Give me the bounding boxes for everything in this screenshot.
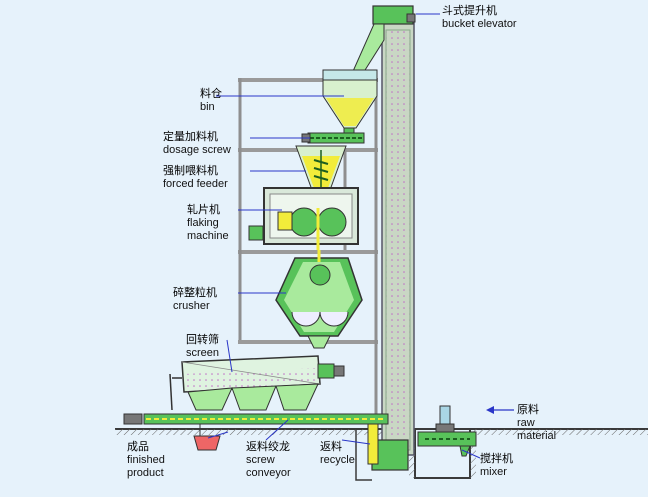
label-finished-product-en2: product xyxy=(127,467,164,479)
label-screen: 回转筛 screen xyxy=(186,334,219,360)
label-crusher-en: crusher xyxy=(173,300,210,312)
label-screw-conveyor-en2: conveyor xyxy=(246,467,291,479)
label-screw-conveyor: 返料绞龙 screw conveyor xyxy=(246,441,291,480)
label-flaking-machine: 轧片机 flaking machine xyxy=(187,204,229,243)
label-mixer-en: mixer xyxy=(480,466,507,478)
label-recycle-cn: 返料 xyxy=(320,441,342,453)
label-flaking-machine-en2: machine xyxy=(187,230,229,242)
label-flaking-machine-cn: 轧片机 xyxy=(187,204,220,216)
label-flaking-machine-en1: flaking xyxy=(187,217,219,229)
label-screw-conveyor-cn: 返料绞龙 xyxy=(246,441,290,453)
label-raw-material-cn: 原料 xyxy=(517,404,539,416)
label-crusher: 碎整粒机 crusher xyxy=(173,287,217,313)
label-bin-en: bin xyxy=(200,101,215,113)
dosage-screw-feeder xyxy=(301,132,365,144)
finished-product-tray xyxy=(193,424,221,451)
pointer-lines xyxy=(207,13,481,459)
label-bucket-elevator: 斗式提升机 bucket elevator xyxy=(442,5,517,31)
label-forced-feeder-en: forced feeder xyxy=(163,178,228,190)
label-dosage-feeder-en: dosage screw feeder xyxy=(163,144,231,156)
label-screw-conveyor-en1: screw xyxy=(246,454,275,466)
label-mixer: 搅拌机 mixer xyxy=(480,453,513,479)
forced-feeder xyxy=(295,145,347,191)
label-finished-product: 成品 finished product xyxy=(127,441,165,480)
crusher xyxy=(275,250,363,349)
label-recycle-en: recycle xyxy=(320,454,355,466)
label-mixer-cn: 搅拌机 xyxy=(480,453,513,465)
label-raw-material: 原料 raw material xyxy=(517,404,556,443)
label-raw-material-en1: raw xyxy=(517,417,535,429)
label-recycle: 返料 recycle xyxy=(320,441,355,467)
label-screen-cn: 回转筛 xyxy=(186,334,219,346)
label-bucket-elevator-cn: 斗式提升机 xyxy=(442,5,497,17)
mixer xyxy=(417,405,477,457)
label-finished-product-cn: 成品 xyxy=(127,441,149,453)
label-forced-feeder-cn: 强制喂料机 xyxy=(163,165,218,177)
label-screen-en: screen xyxy=(186,347,220,359)
label-dosage-feeder: 定量加料机 dosage screw feeder xyxy=(163,131,241,157)
label-bin: 料仓 bin xyxy=(200,88,222,114)
label-forced-feeder: 强制喂料机 forced feeder xyxy=(163,165,228,191)
label-bucket-elevator-en: bucket elevator xyxy=(442,18,517,30)
label-dosage-feeder-cn: 定量加料机 xyxy=(163,131,218,143)
raw-material-arrow-icon xyxy=(486,406,514,414)
label-crusher-cn: 碎整粒机 xyxy=(173,287,217,299)
screw-conveyor xyxy=(123,413,389,425)
rotary-screen xyxy=(169,355,345,411)
bin xyxy=(322,69,378,137)
label-raw-material-en2: material xyxy=(517,430,557,442)
label-bin-cn: 料仓 xyxy=(200,88,222,100)
flaking-machine xyxy=(248,187,359,250)
label-finished-product-en1: finished xyxy=(127,454,165,466)
